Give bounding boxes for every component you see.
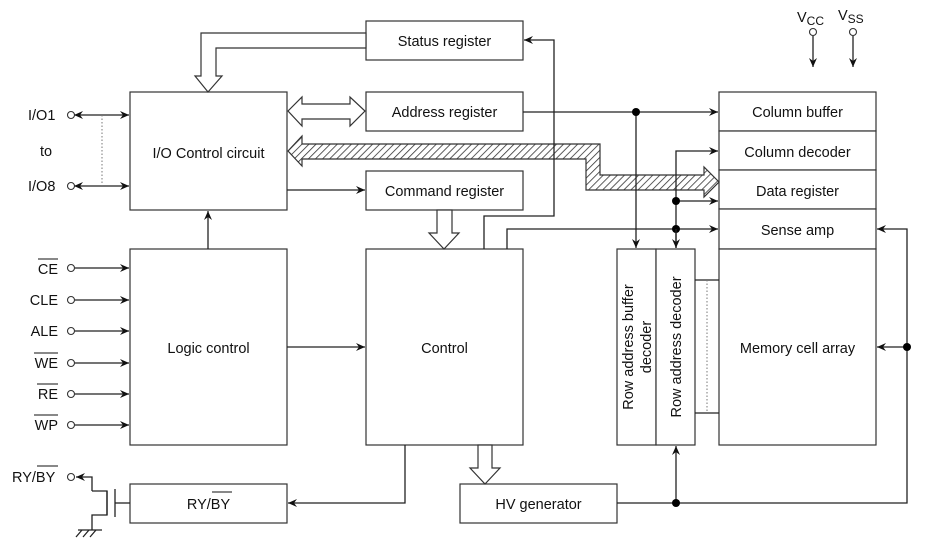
row-address-decoder-label: Row address decoder xyxy=(669,276,685,417)
pin-wp-label: WP xyxy=(35,418,58,434)
column-buffer-block xyxy=(718,91,877,132)
control-to-sense-wire xyxy=(506,225,718,249)
column-decoder-wire xyxy=(675,147,718,248)
pin-ale-label: ALE xyxy=(31,324,59,340)
ryby-block: RY/BY xyxy=(129,483,288,524)
control-label: Control xyxy=(421,341,468,357)
column-stack: Column buffer Column decoder Data regist… xyxy=(718,91,877,446)
hv-feedback-wire xyxy=(617,225,908,504)
pin-we-label: WE xyxy=(35,356,59,372)
ryby-block-label: RY/BY xyxy=(187,497,231,513)
hv-generator-label: HV generator xyxy=(495,497,581,513)
command-register-block: Command register xyxy=(365,170,524,211)
column-decoder-label: Column decoder xyxy=(744,145,851,161)
column-buffer-label: Column buffer xyxy=(752,105,843,121)
pin-io1-label: I/O1 xyxy=(28,108,55,124)
pin-ryby-label: RY/BY xyxy=(12,470,56,486)
control-block: Control xyxy=(365,248,524,446)
data-bus xyxy=(287,134,720,199)
vcc-label: VCC xyxy=(797,10,824,28)
row-address-buffer-label-1: Row address buffer xyxy=(621,284,637,410)
pin-io8 xyxy=(66,181,76,191)
control-to-status-wire xyxy=(483,36,555,249)
row-address-buffer-decoder-block: Row address buffer decoder xyxy=(616,248,657,446)
control-pins: CE CLE ALE WE RE WP xyxy=(30,258,129,434)
logic-control-label: Logic control xyxy=(167,341,249,357)
pin-cle-label: CLE xyxy=(30,293,59,309)
address-register-block: Address register xyxy=(365,91,524,132)
power-pins: VCC VSS xyxy=(797,8,864,67)
wordline-connector xyxy=(695,279,719,414)
pin-to-label: to xyxy=(40,144,52,160)
sense-amp-label: Sense amp xyxy=(761,223,834,239)
control-to-hv-bus xyxy=(468,444,502,485)
status-register-label: Status register xyxy=(398,34,492,50)
status-register-block: Status register xyxy=(365,20,524,61)
memory-cell-array-label: Memory cell array xyxy=(740,341,856,357)
column-decoder-block xyxy=(718,130,877,171)
data-register-label: Data register xyxy=(756,184,839,200)
hv-generator-block: HV generator xyxy=(459,483,618,524)
status-to-io-bus xyxy=(193,32,367,93)
io-pins: I/O1 to I/O8 xyxy=(28,108,129,195)
pin-io1 xyxy=(66,110,76,120)
ryby-output: RY/BY xyxy=(12,465,130,538)
sense-amp-block xyxy=(718,208,877,250)
logic-control-block: Logic control xyxy=(129,248,288,446)
command-to-control-bus xyxy=(427,209,461,250)
pin-io8-label: I/O8 xyxy=(28,179,55,195)
pin-ce-label: CE xyxy=(38,262,58,278)
command-register-label: Command register xyxy=(385,184,504,200)
row-address-decoder-block: Row address decoder xyxy=(655,248,696,446)
io-control-label: I/O Control circuit xyxy=(153,146,265,162)
io-address-bus xyxy=(287,95,366,128)
control-to-ryby-wire xyxy=(288,445,406,507)
address-register-label: Address register xyxy=(392,105,498,121)
row-address-buffer-label-2: decoder xyxy=(639,321,655,374)
vss-label: VSS xyxy=(838,8,864,26)
pin-re-label: RE xyxy=(38,387,58,403)
io-control-block: I/O Control circuit xyxy=(129,91,288,211)
data-register-block xyxy=(718,169,877,210)
memory-cell-array-block xyxy=(718,248,877,446)
